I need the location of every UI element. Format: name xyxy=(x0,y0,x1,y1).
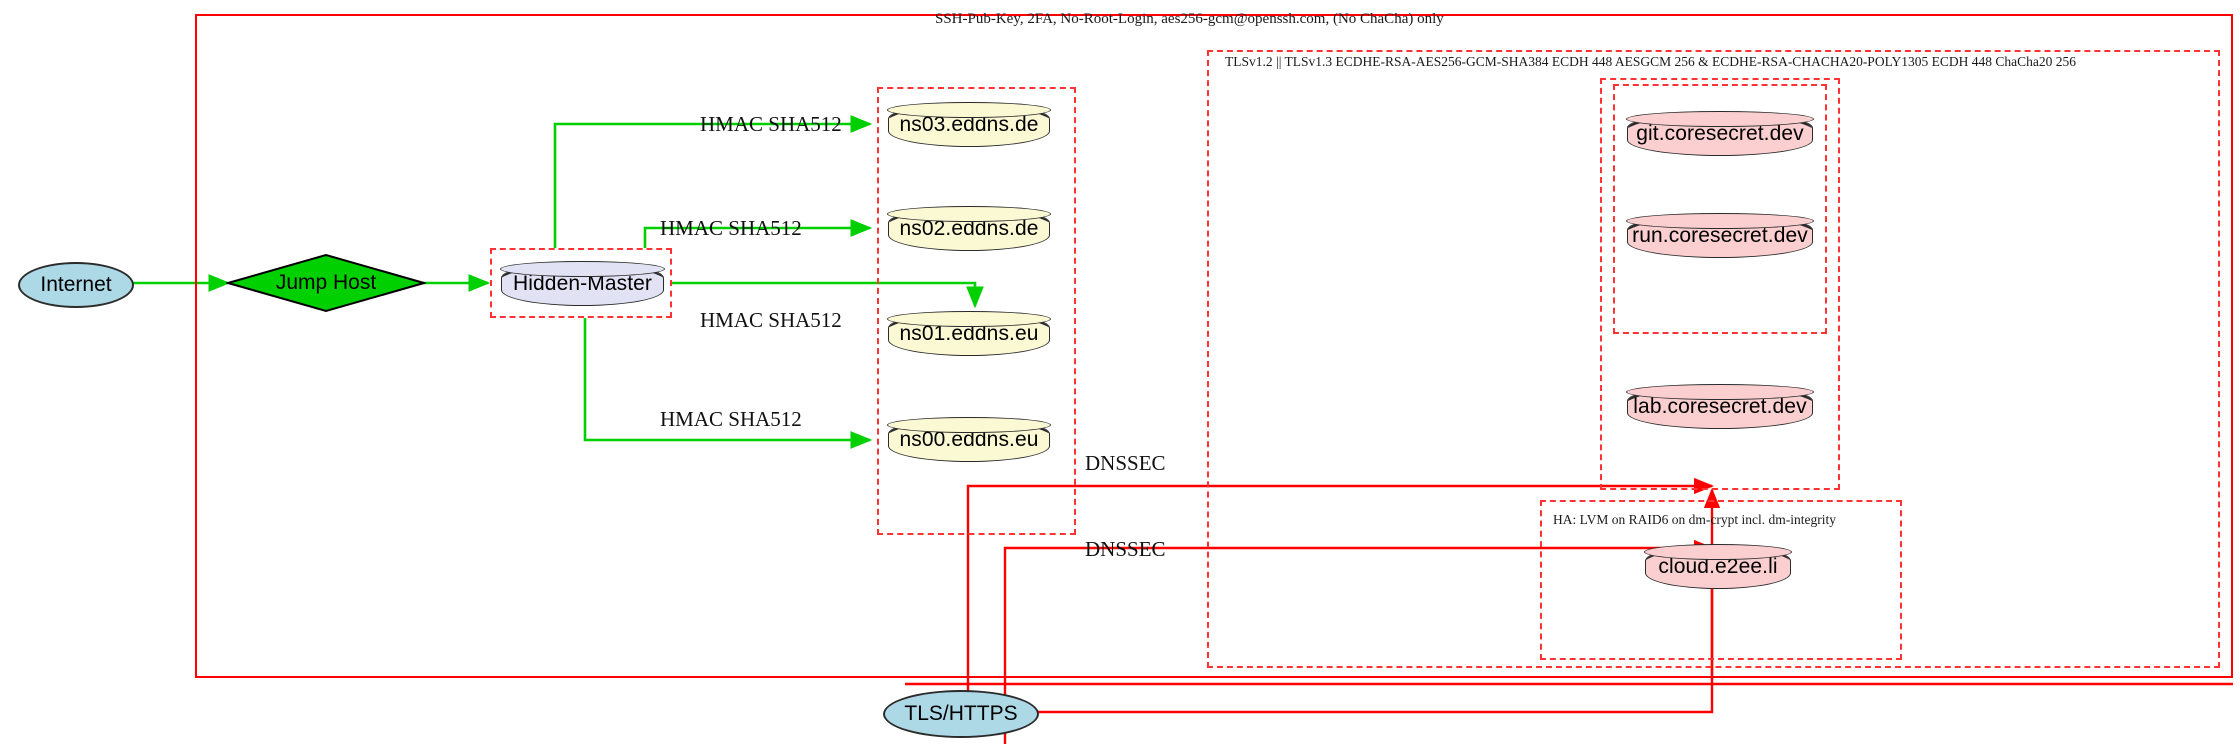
cluster-tls-boundary xyxy=(1207,50,2220,668)
edge-label-hmac-ns01: HMAC SHA512 xyxy=(700,308,842,332)
node-git-coresecret[interactable]: git.coresecret.dev xyxy=(1626,111,1814,156)
node-run-coresecret-label: run.coresecret.dev xyxy=(1632,224,1808,247)
node-cloud-e2ee-label: cloud.e2ee.li xyxy=(1658,555,1778,578)
node-ns01-label: ns01.eddns.eu xyxy=(899,322,1039,345)
cluster-coresecret-inner-zone xyxy=(1613,84,1827,334)
node-hidden-master[interactable]: Hidden-Master xyxy=(500,261,665,306)
edge-label-dnssec-upper: DNSSEC xyxy=(1085,451,1166,475)
node-ns02-label: ns02.eddns.de xyxy=(899,217,1039,240)
edge-label-hmac-ns00: HMAC SHA512 xyxy=(660,407,802,431)
node-ns00[interactable]: ns00.eddns.eu xyxy=(887,417,1051,462)
node-internet[interactable]: Internet xyxy=(18,262,134,308)
cluster-tls-boundary-label: TLSv1.2 || TLSv1.3 ECDHE-RSA-AES256-GCM-… xyxy=(1225,54,2076,69)
cluster-dns-zone xyxy=(877,87,1076,535)
cluster-hidden-master-zone xyxy=(490,248,672,318)
node-jump-host[interactable]: Jump Host xyxy=(226,253,426,313)
node-lab-coresecret-label: lab.coresecret.dev xyxy=(1633,395,1807,418)
node-cloud-e2ee[interactable]: cloud.e2ee.li xyxy=(1644,544,1792,589)
node-ns00-label: ns00.eddns.eu xyxy=(899,428,1039,451)
node-ns01[interactable]: ns01.eddns.eu xyxy=(887,311,1051,356)
cluster-ha-boundary-label: HA: LVM on RAID6 on dm-crypt incl. dm-in… xyxy=(1553,512,1836,527)
node-hidden-master-label: Hidden-Master xyxy=(512,272,653,295)
node-run-coresecret[interactable]: run.coresecret.dev xyxy=(1626,213,1814,258)
cluster-ssh-boundary xyxy=(195,14,2233,678)
node-ns03-label: ns03.eddns.de xyxy=(899,113,1039,136)
cluster-coresecret-zone xyxy=(1600,78,1840,490)
cluster-ssh-boundary-label: SSH-Pub-Key, 2FA, No-Root-Login, aes256-… xyxy=(935,11,1444,27)
edge-label-hmac-ns02: HMAC SHA512 xyxy=(660,216,802,240)
node-git-coresecret-label: git.coresecret.dev xyxy=(1636,122,1804,145)
node-jump-host-label: Jump Host xyxy=(275,271,377,294)
edge-label-dnssec-lower: DNSSEC xyxy=(1085,537,1166,561)
node-tls-https[interactable]: TLS/HTTPS xyxy=(883,690,1039,738)
node-ns02[interactable]: ns02.eddns.de xyxy=(887,206,1051,251)
node-ns03[interactable]: ns03.eddns.de xyxy=(887,102,1051,147)
node-internet-label: Internet xyxy=(40,273,112,296)
node-lab-coresecret[interactable]: lab.coresecret.dev xyxy=(1626,384,1814,429)
cluster-ha-boundary xyxy=(1540,500,1902,660)
edge-label-hmac-ns03: HMAC SHA512 xyxy=(700,112,842,136)
node-tls-https-label: TLS/HTTPS xyxy=(904,702,1018,725)
